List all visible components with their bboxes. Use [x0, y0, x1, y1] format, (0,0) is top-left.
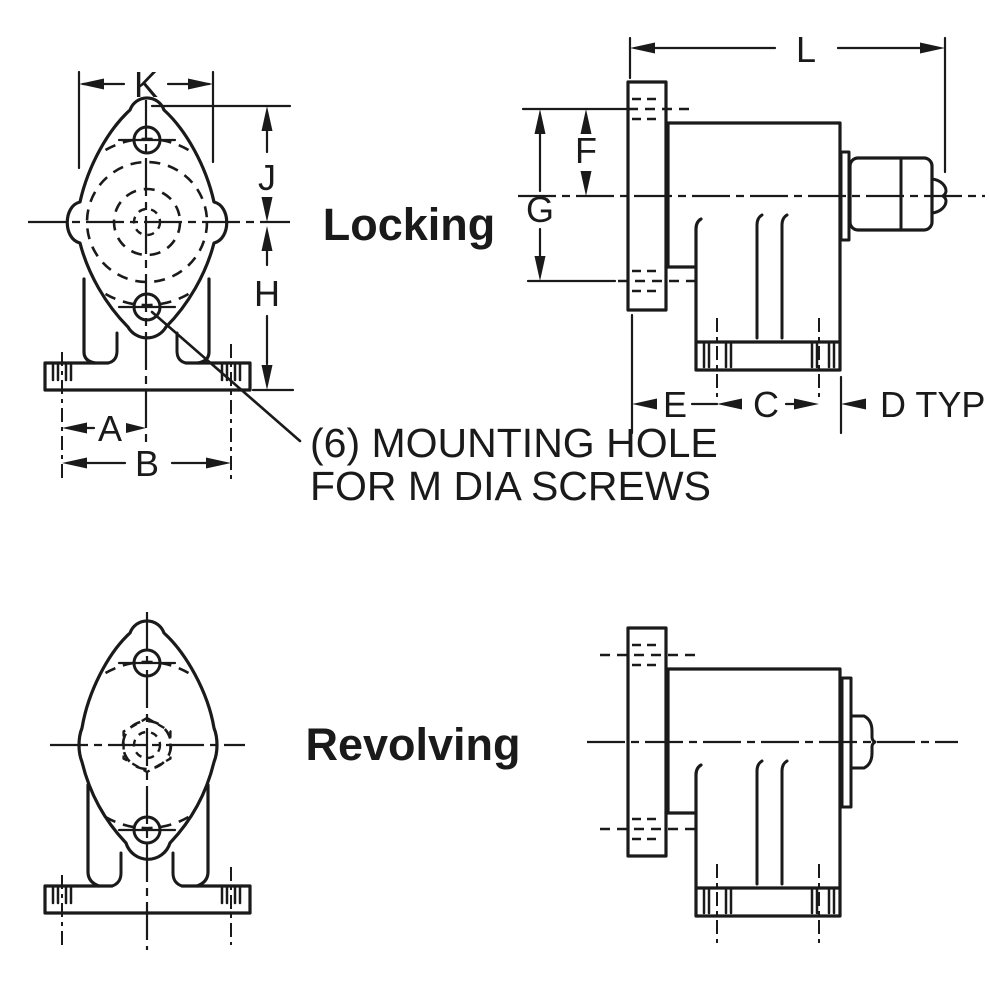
foot-slot-hatching	[702, 888, 836, 915]
locking-knob	[839, 150, 948, 242]
slot-centerlines	[716, 318, 820, 402]
bolt-circle-arcs	[104, 137, 190, 307]
dimension-E-C-D: E C D TYP	[630, 313, 985, 435]
stem-fillets	[106, 331, 188, 365]
center-hole-hidden	[132, 730, 162, 760]
hidden-circle-inner	[112, 187, 182, 257]
dim-label-h: H	[254, 273, 280, 314]
slot-centerlines	[716, 864, 820, 948]
revolving-side-view	[587, 626, 958, 948]
dim-label-b: B	[135, 443, 159, 484]
dim-label-k: K	[134, 64, 158, 105]
hidden-circle-outer	[85, 160, 209, 284]
dim-label-d-typ: D TYP	[880, 384, 985, 425]
foot-slot-hatching	[51, 885, 242, 905]
locking-side-view: L F G E C D TYP	[518, 29, 985, 435]
dimension-B: B	[62, 443, 231, 484]
revolving-front-view	[43, 612, 252, 950]
flange-plate	[626, 80, 668, 312]
dim-label-l: L	[796, 29, 816, 70]
dim-label-j: J	[258, 157, 276, 198]
body-outline	[664, 121, 842, 372]
dimension-K: K	[77, 64, 215, 170]
base-foot	[43, 361, 252, 392]
dim-label-c: C	[753, 384, 779, 425]
note-line-1: (6) MOUNTING HOLE	[310, 420, 718, 466]
hidden-hexagon	[122, 716, 172, 774]
dimension-A: A	[62, 408, 146, 449]
dimension-L: L	[628, 29, 947, 174]
dimension-H: H	[251, 226, 295, 392]
dim-label-a: A	[98, 408, 122, 449]
revolving-variant-label: Revolving	[305, 719, 520, 770]
body-outline	[664, 667, 842, 918]
shaft-end-hardware	[840, 676, 877, 809]
bolt-circle-arcs	[104, 660, 190, 830]
foot-slot-hatching	[702, 342, 836, 369]
dimension-J: J	[150, 104, 292, 222]
dim-label-e: E	[663, 384, 687, 425]
knob-end-cap	[930, 177, 948, 215]
bracket-ribs	[755, 213, 789, 340]
center-hole-hidden	[132, 207, 162, 237]
dimension-F: F	[575, 109, 597, 196]
flange-slot-centerlines	[618, 107, 695, 283]
dimension-G: G	[521, 107, 632, 283]
flange-slot-edges	[632, 97, 662, 293]
bracket-ribs	[755, 759, 789, 886]
slot-centerlines	[61, 867, 232, 945]
locking-variant-label: Locking	[323, 199, 496, 250]
dim-label-f: F	[575, 130, 597, 171]
body-outline	[65, 96, 229, 340]
body-outline	[77, 619, 219, 861]
slot-centerlines	[61, 344, 232, 480]
hex-nut-profile	[849, 714, 877, 770]
knob-body	[848, 156, 934, 232]
note-line-2: FOR M DIA SCREWS	[310, 463, 711, 509]
base-foot	[43, 884, 252, 915]
flange-plate	[626, 626, 668, 858]
flange-slot-edges	[632, 643, 662, 841]
dim-label-g: G	[526, 189, 554, 230]
stem-fillets	[110, 851, 184, 888]
locking-front-view: K J H A B	[28, 64, 302, 484]
mounting-hole-note: (6) MOUNTING HOLE FOR M DIA SCREWS	[310, 420, 718, 509]
shaft-washer	[840, 676, 853, 809]
mounting-hole-leader-line	[150, 310, 302, 443]
